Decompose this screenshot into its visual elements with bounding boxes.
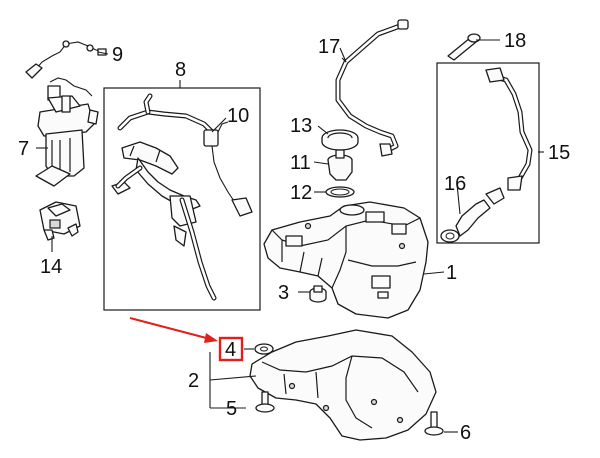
callout-17[interactable]: 17 [318,36,340,58]
group-box-8 [103,87,261,311]
group-box-15 [436,62,540,244]
part-15-filler-pipe [485,67,533,191]
part-11-valve [327,149,353,181]
callout-12[interactable]: 12 [290,182,312,204]
callout-7[interactable]: 7 [18,138,29,160]
part-18-clip [447,33,481,61]
callout-1[interactable]: 1 [446,262,457,284]
part-16-hose [440,187,505,243]
callout-2[interactable]: 2 [188,370,199,392]
callout-4[interactable]: 4 [225,339,236,361]
highlight-arrow-line [129,317,215,341]
callout-11[interactable]: 11 [290,152,311,174]
callout-18[interactable]: 18 [504,30,526,52]
part-9-sender-wire [25,40,107,79]
highlight-group [129,317,244,362]
part-4-washer [254,343,274,355]
callout-3[interactable]: 3 [278,282,289,304]
callout-15[interactable]: 15 [548,142,570,164]
callout-9[interactable]: 9 [112,44,123,66]
callout-14[interactable]: 14 [40,256,62,278]
callout-5[interactable]: 5 [226,398,237,420]
highlight-box [218,336,244,362]
part-14-bracket [39,201,81,241]
part-13-lock-ring [321,129,359,151]
callout-16[interactable]: 16 [444,173,466,195]
part-2-shield [249,329,437,441]
part-5-bolt [255,391,275,413]
leader-lines [36,39,544,433]
callout-6[interactable]: 6 [460,422,471,444]
callout-13[interactable]: 13 [290,115,312,137]
callout-labels: 1 2 3 4 5 6 7 8 9 10 11 12 13 14 15 16 1… [18,30,570,444]
callout-8[interactable]: 8 [175,59,186,81]
part-12-o-ring [325,186,355,198]
part-10-sender [203,121,253,217]
highlight-arrow-head [204,333,218,343]
part-7-fuel-pump [35,77,99,187]
part-8-vent-assembly [111,93,217,301]
part-6-stud [424,411,444,436]
part-1-fuel-tank [263,201,429,319]
part-3-nut [309,285,327,303]
callout-10[interactable]: 10 [227,105,249,127]
